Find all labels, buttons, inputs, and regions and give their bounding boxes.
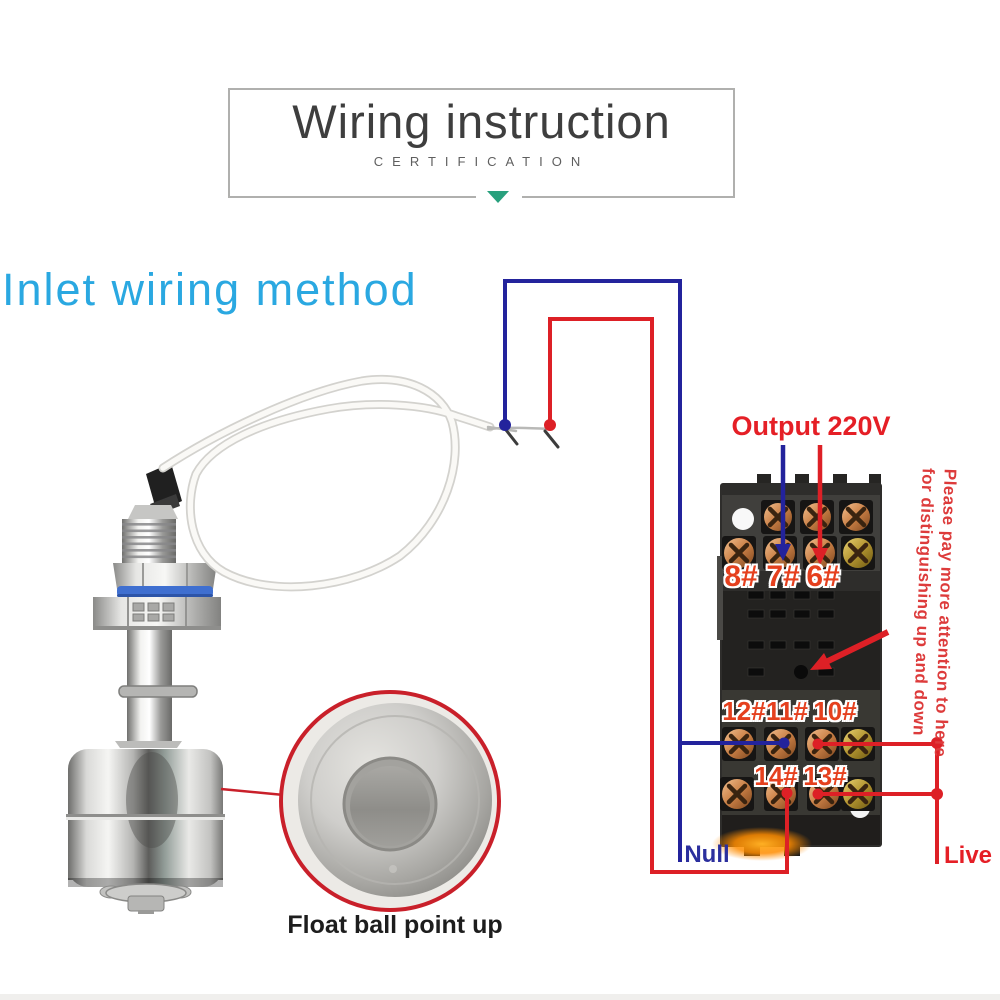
page-subtitle: CERTIFICATION — [373, 154, 590, 169]
attention-note: Please pay more attention to here for di… — [889, 467, 960, 758]
bottom-border-strip — [0, 994, 1000, 1000]
title-banner: Wiring instruction CERTIFICATION — [228, 88, 735, 198]
float-switch-photo — [66, 463, 225, 914]
terminal-label-10: 10# — [813, 696, 857, 726]
live-wire-label: Live — [943, 842, 993, 869]
null-wire-label: Null — [684, 841, 730, 868]
blue-wire — [503, 279, 784, 862]
float-ball-closeup-inset — [220, 690, 501, 912]
terminal-label-7: 7# — [766, 560, 800, 593]
wiring-lines — [499, 279, 943, 874]
live-wire — [818, 742, 939, 864]
terminal-label-14: 14# — [754, 761, 798, 791]
red-wire — [548, 317, 789, 874]
terminal-label-11: 11# — [766, 696, 808, 726]
section-headline: Inlet wiring method — [2, 264, 418, 315]
output-voltage-label: Output 220V — [731, 411, 891, 441]
page-title: Wiring instruction — [292, 95, 671, 148]
terminal-label-8: 8# — [724, 560, 758, 593]
terminal-label-13: 13# — [803, 761, 847, 791]
terminal-label-12: 12# — [722, 696, 766, 726]
attention-arrow — [810, 629, 890, 670]
float-ball-caption: Float ball point up — [287, 911, 503, 939]
down-triangle-icon — [487, 191, 509, 203]
output-arrow-red — [812, 445, 828, 565]
output-arrow-blue — [775, 445, 791, 561]
terminal-label-6: 6# — [806, 560, 840, 593]
relay-socket-photo — [712, 474, 882, 861]
float-switch-cable — [158, 375, 560, 592]
